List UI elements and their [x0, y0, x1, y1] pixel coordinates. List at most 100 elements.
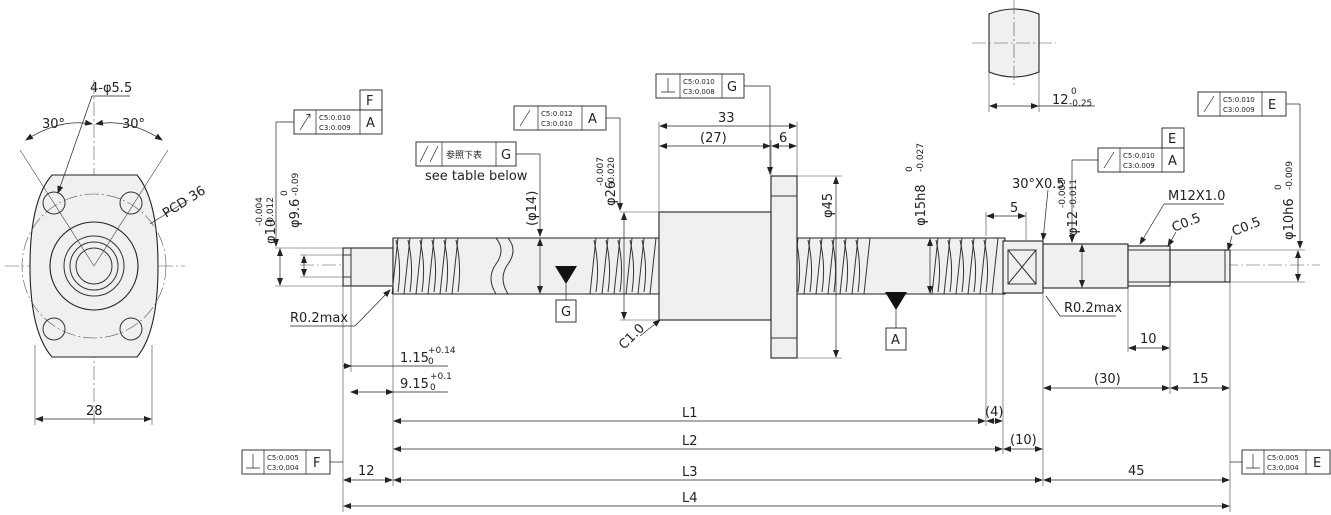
- datum-A-label: A: [891, 333, 900, 348]
- fcf-nut-c5: C5:0.012: [541, 110, 573, 118]
- bolt-hole: [42, 191, 66, 215]
- dia-10h6: φ10h6: [1282, 198, 1297, 240]
- fcf-perp-F-ref: F: [313, 456, 320, 471]
- thread-section-end: [931, 237, 999, 295]
- fcf-F-c3: C3:0.009: [319, 124, 351, 132]
- datum-A: A: [885, 292, 907, 351]
- datum-G-label: G: [561, 305, 571, 320]
- table-ref-G: G: [501, 148, 511, 163]
- shaft-end-view: 12 0 -0.25: [972, 0, 1095, 112]
- flange-side-view: 30° 30° 4-φ5.5 PCD 36 28: [5, 80, 208, 425]
- fcf-perp-nut-c5: C5:0.010: [683, 78, 715, 86]
- dia-10-up: -0.004: [255, 197, 265, 226]
- fcf-perp-nut-ref: G: [727, 80, 737, 95]
- see-table-label: see table below: [425, 169, 528, 184]
- dia-10h6-lo: -0.009: [1285, 161, 1295, 190]
- dim-10c: (10): [1010, 433, 1037, 448]
- dim-45: 45: [1128, 464, 1145, 479]
- flat-width-label: 12: [1052, 93, 1069, 108]
- fcf-runout-E1: E C5:0.010 C3:0.009 A: [1069, 127, 1185, 243]
- dim-1-15-up: +0.14: [428, 346, 456, 356]
- flat-tol-lower: -0.25: [1069, 99, 1092, 109]
- dim-5: 5: [1010, 201, 1018, 216]
- dia-10-lo: -0.012: [266, 197, 276, 226]
- fcf-E1-c3: C3:0.009: [1123, 162, 1155, 170]
- fcf-E2-ref: E: [1268, 98, 1276, 113]
- fcf-perp-E-c5: C5:0.005: [1267, 454, 1299, 462]
- fcf-perp-E-c3: C3:0.004: [1267, 464, 1299, 472]
- c05-a-label: C0.5: [1170, 211, 1203, 236]
- flange-width-label: 28: [86, 404, 103, 419]
- dia-26: φ26: [604, 181, 619, 206]
- angle-right-label: 30°: [122, 117, 145, 132]
- dim-6: 6: [779, 131, 787, 146]
- table-ref-label: 参照下表: [446, 149, 482, 161]
- fcf-perp-nut: C5:0.010 C3:0.008 G: [655, 73, 773, 175]
- fcf-nut-c3: C3:0.010: [541, 120, 573, 128]
- fcf-perp-F-c5: C5:0.005: [267, 454, 299, 462]
- dim-12: 12: [358, 464, 375, 479]
- dim-1-15: 1.15: [400, 351, 429, 366]
- fcf-E1-ref: A: [1168, 154, 1177, 169]
- fcf-nut-ref: A: [588, 112, 597, 127]
- dia-15h8: φ15h8: [914, 184, 929, 226]
- nut-flange: [770, 175, 798, 359]
- dim-L1: L1: [682, 406, 698, 421]
- fcf-E2-c3: C3:0.009: [1223, 106, 1255, 114]
- dim-10: 10: [1140, 332, 1157, 347]
- dia-14: (φ14): [525, 191, 540, 226]
- fcf-F-c5: C5:0.010: [319, 114, 351, 122]
- datum-G: G: [555, 266, 577, 323]
- bolt-hole: [42, 317, 66, 341]
- datum-F-label: F: [366, 94, 373, 109]
- nut-body: [658, 211, 772, 321]
- dia-15-up: 0: [905, 166, 915, 172]
- fcf-runout-nut: C5:0.012 C3:0.010 A: [513, 105, 623, 211]
- dim-9-15: 9.15: [400, 377, 429, 392]
- bolt-hole: [119, 191, 143, 215]
- dia-9-6: φ9.6: [288, 199, 303, 228]
- thread-label: M12X1.0: [1168, 189, 1225, 204]
- c10-label: C1.0: [616, 321, 648, 353]
- main-shaft-view: [300, 175, 1320, 359]
- dim-27: (27): [700, 131, 727, 146]
- dim-30: (30): [1094, 372, 1121, 387]
- dim-1-15-lo: 0: [428, 357, 434, 367]
- dia-26-lo: -0.020: [607, 157, 617, 186]
- angle-left-label: 30°: [42, 117, 65, 132]
- flat-tol-upper: 0: [1071, 87, 1077, 97]
- dim-9-15-up: +0.1: [430, 372, 452, 382]
- r02-left-label: R0.2max: [290, 311, 348, 326]
- fcf-table-ref: 参照下表 G: [415, 141, 543, 237]
- fcf-E2-c5: C5:0.010: [1223, 96, 1255, 104]
- dia-26-up: -0.007: [596, 157, 606, 186]
- fcf-E1-c5: C5:0.010: [1123, 152, 1155, 160]
- dia-15-lo: -0.027: [916, 143, 926, 172]
- dia-12-lo: -0.011: [1069, 179, 1079, 208]
- dim-L3: L3: [682, 465, 698, 480]
- fcf-perp-nut-c3: C3:0.008: [683, 88, 715, 96]
- dia-10h6-up: 0: [1274, 184, 1284, 190]
- r02-right-label: R0.2max: [1064, 301, 1122, 316]
- dim-9-15-lo: 0: [430, 383, 436, 393]
- fcf-runout-E2: C5:0.010 C3:0.009 E: [1197, 91, 1303, 249]
- dim-4: (4): [985, 405, 1003, 420]
- dia-12-up: -0.003: [1058, 179, 1068, 208]
- c05-b-label: C0.5: [1230, 215, 1263, 240]
- dim-L2: L2: [682, 434, 698, 449]
- fcf-perp-E-ref: E: [1313, 456, 1321, 471]
- pcd-label: PCD 36: [160, 183, 208, 221]
- dia-45: φ45: [821, 193, 836, 218]
- fcf-perp-F: C5:0.005 C3:0.004 F: [241, 449, 343, 475]
- thread-section-left: [391, 237, 461, 295]
- fcf-runout-F: F C5:0.010 C3:0.009 A: [273, 89, 383, 247]
- fcf-perp-E: C5:0.005 C3:0.004 E: [1230, 449, 1331, 475]
- bolt-hole: [119, 317, 143, 341]
- dim-L4: L4: [682, 491, 698, 506]
- dia-9-6-lo: -0.09: [291, 172, 301, 196]
- dia-12: φ12: [1066, 211, 1081, 236]
- dim-33: 33: [718, 111, 735, 126]
- main-dimensions: 1.15 +0.14 0 9.15 +0.1 0 L1 (4) L2 (10) …: [255, 111, 1305, 512]
- dim-15: 15: [1192, 372, 1209, 387]
